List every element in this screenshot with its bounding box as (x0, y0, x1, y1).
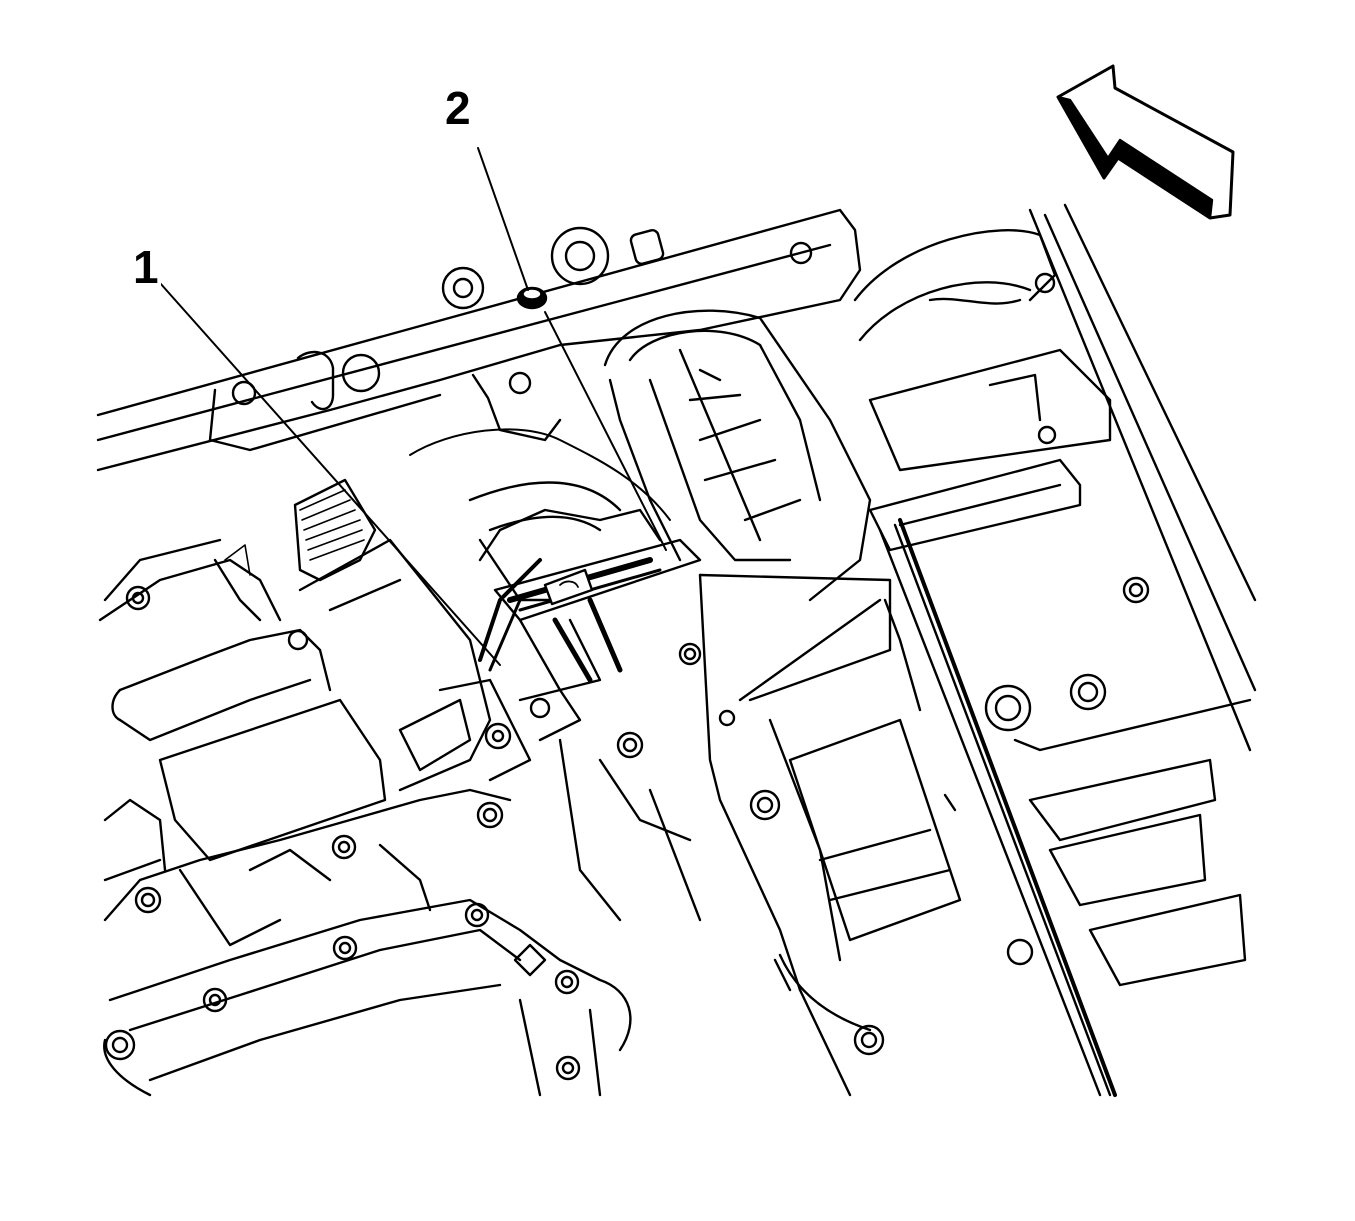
connector-icon (543, 568, 594, 606)
mount-bracket (853, 229, 1112, 472)
callout-label-1: 1 (131, 241, 161, 293)
left-module (98, 478, 582, 862)
frame-rail (868, 203, 1257, 1097)
callout-label-2: 2 (443, 82, 473, 134)
transmission-housing (603, 309, 1034, 1097)
callout-2-leader (477, 147, 667, 551)
bolt-icon (516, 286, 548, 310)
callout-1-leader (159, 282, 501, 666)
oil-pan (103, 731, 702, 1097)
direction-arrow-icon (1056, 64, 1235, 220)
wiring-harness (409, 428, 702, 692)
